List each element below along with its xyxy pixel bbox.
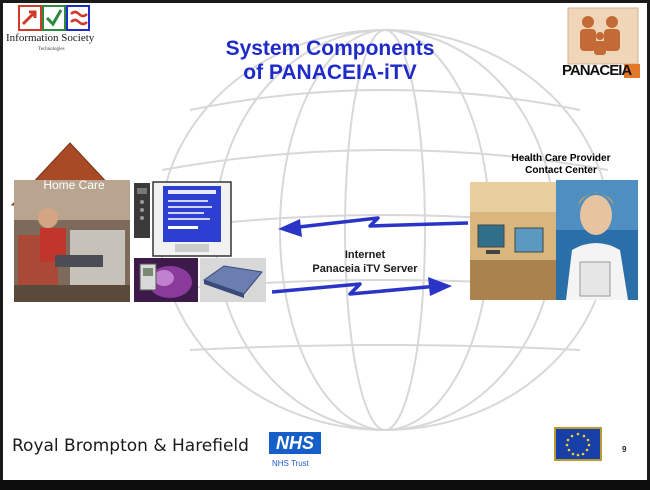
arrow-home-to-provider	[271, 277, 452, 296]
globe-watermark	[159, 29, 611, 431]
nhs-trust-label: NHS Trust	[272, 459, 309, 468]
provider-label-line-2: Contact Center	[525, 165, 597, 176]
frame-left-border	[0, 0, 3, 490]
arrow-provider-to-home	[278, 216, 469, 237]
frame-right-border	[647, 0, 650, 490]
page-number: 9	[622, 445, 627, 454]
medical-device-photo	[134, 258, 198, 302]
network-label-line-2: Panaceia iTV Server	[312, 263, 418, 275]
network-label: Internet Panaceia iTV Server	[300, 248, 430, 276]
patient-photo	[14, 180, 130, 302]
ist-subcaption: Technologies	[38, 47, 65, 52]
frame-top-border	[0, 0, 650, 3]
ist-caption: Information Society	[6, 32, 95, 44]
information-society-logo	[18, 5, 90, 31]
title-line-1: System Components	[225, 37, 435, 60]
remote-control-photo	[134, 183, 150, 238]
panaceia-logo	[567, 7, 640, 78]
panaceia-logo-text: PANACEIA	[562, 62, 632, 79]
network-label-line-1: Internet	[344, 249, 386, 261]
health-care-provider-label: Health Care Provider Contact Center	[486, 153, 636, 177]
slide-title: System Components of PANACEIA-iTV	[160, 37, 500, 85]
tv-monitor-photo	[152, 181, 232, 257]
provider-label-line-1: Health Care Provider	[511, 153, 611, 164]
title-line-2: of PANACEIA-iTV	[243, 61, 417, 84]
frame-bottom-border	[0, 480, 650, 490]
home-care-label: Home Care	[43, 178, 105, 192]
set-top-box-photo	[200, 258, 266, 302]
contact-center-office-photo	[470, 182, 556, 300]
eu-flag-icon	[554, 427, 602, 461]
nhs-logo: NHS	[269, 432, 321, 454]
organization-name: Royal Brompton & Harefield	[12, 436, 249, 456]
doctor-photo	[556, 180, 638, 300]
